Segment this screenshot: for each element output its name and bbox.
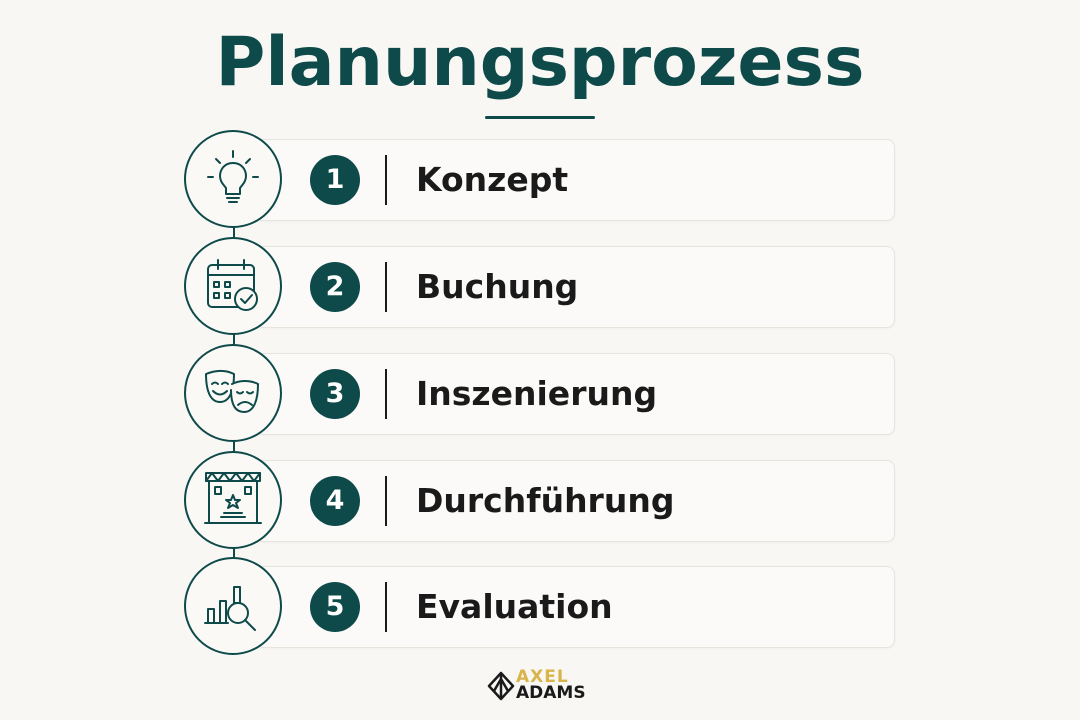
theater-masks-icon <box>205 370 259 413</box>
step-label-1: Konzept <box>416 160 569 199</box>
step-icon-circle-1 <box>184 130 282 228</box>
step-card-5 <box>255 566 895 648</box>
step-divider-4 <box>385 476 387 526</box>
step-number-3: 3 <box>310 369 360 419</box>
step-label-2: Buchung <box>416 267 579 306</box>
calendar-check-icon <box>207 259 258 311</box>
page-title: Planungsprozess <box>215 23 865 102</box>
step-label-4: Durchführung <box>416 481 675 520</box>
brand-logo: AXEL ADAMS <box>486 668 606 704</box>
step-label-3: Inszenierung <box>416 374 658 413</box>
step-label-5: Evaluation <box>416 587 613 626</box>
title-underline <box>485 116 595 119</box>
step-icon-circle-5 <box>184 557 282 655</box>
step-icon-circle-3 <box>184 344 282 442</box>
step-card-3 <box>255 353 895 435</box>
step-divider-5 <box>385 582 387 632</box>
logo-mark-icon <box>487 671 515 701</box>
stage-icon <box>204 472 262 524</box>
step-divider-2 <box>385 262 387 312</box>
step-icon-circle-2 <box>184 237 282 335</box>
step-card-1 <box>255 139 895 221</box>
logo-text-bottom: ADAMS <box>516 683 586 703</box>
step-icon-circle-4 <box>184 451 282 549</box>
step-divider-3 <box>385 369 387 419</box>
step-card-2 <box>255 246 895 328</box>
step-number-5: 5 <box>310 582 360 632</box>
step-number-2: 2 <box>310 262 360 312</box>
lightbulb-icon <box>207 150 259 203</box>
step-number-1: 1 <box>310 155 360 205</box>
logo-text-top: AXEL <box>516 667 569 687</box>
chart-magnifier-icon <box>204 586 256 631</box>
step-number-4: 4 <box>310 476 360 526</box>
step-divider-1 <box>385 155 387 205</box>
step-card-4 <box>255 460 895 542</box>
